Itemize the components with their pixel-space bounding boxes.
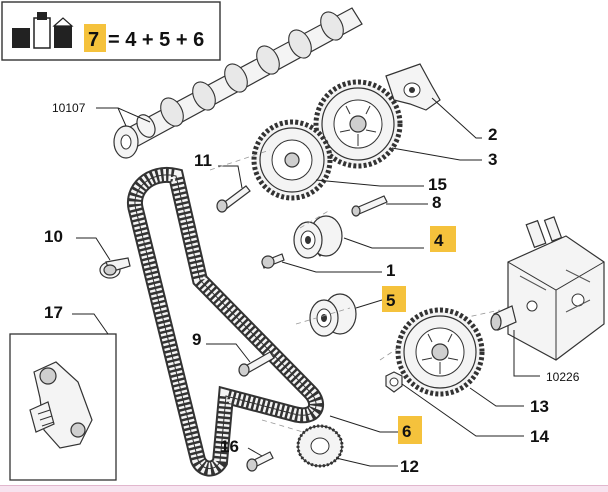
camshaft-seal-icon (113, 125, 139, 159)
pulley-icon (309, 293, 357, 337)
callout-6: 6 (402, 422, 411, 441)
callout-pump-ref: 10226 (546, 370, 580, 384)
callout-13: 13 (530, 397, 549, 416)
sensor-plate-icon (385, 63, 441, 111)
callout-4: 4 (434, 231, 444, 250)
kit-ref-highlight (84, 24, 106, 52)
sprocket-icon (395, 307, 485, 397)
callout-8: 8 (432, 193, 441, 212)
kit-ref-number: 7 (88, 29, 99, 51)
callout-17: 17 (44, 303, 63, 322)
kit-legend: 7 = 4 + 5 + 6 (1, 1, 221, 61)
nut-icon (385, 371, 403, 393)
bolt-icon (238, 351, 275, 377)
callout-16: 16 (220, 437, 239, 456)
callout-camshaft-ref: 10107 (52, 101, 86, 115)
tensioner-icon (29, 361, 93, 449)
bolt-icon (99, 257, 131, 279)
tensioner-inset (9, 333, 117, 481)
bolt-icon (216, 185, 251, 213)
bolt-icon (261, 253, 285, 269)
bolt-icon (246, 451, 274, 472)
callout-4-highlight (430, 226, 456, 252)
kit-formula: = 4 + 5 + 6 (108, 29, 204, 51)
sprocket-icon (313, 79, 403, 169)
callout-2: 2 (488, 125, 497, 144)
callout-5: 5 (386, 291, 395, 310)
callout-15: 15 (428, 175, 447, 194)
callout-12: 12 (400, 457, 419, 476)
callout-3: 3 (488, 150, 497, 169)
timing-belt-icon (126, 166, 324, 477)
sprocket-icon (251, 119, 333, 201)
pulley-icon (293, 215, 343, 259)
injection-pump-icon (490, 216, 605, 361)
callout-11: 11 (194, 151, 212, 170)
callout-1: 1 (386, 261, 395, 280)
sprocket-icon (296, 424, 344, 468)
footer-strip (0, 485, 608, 492)
bolt-icon (351, 195, 388, 217)
callout-10: 10 (44, 227, 63, 246)
callout-9: 9 (192, 330, 201, 349)
callout-5-highlight (382, 286, 406, 312)
kit-icon (12, 12, 74, 49)
callout-14: 14 (530, 427, 549, 446)
callout-6-highlight (398, 416, 422, 444)
